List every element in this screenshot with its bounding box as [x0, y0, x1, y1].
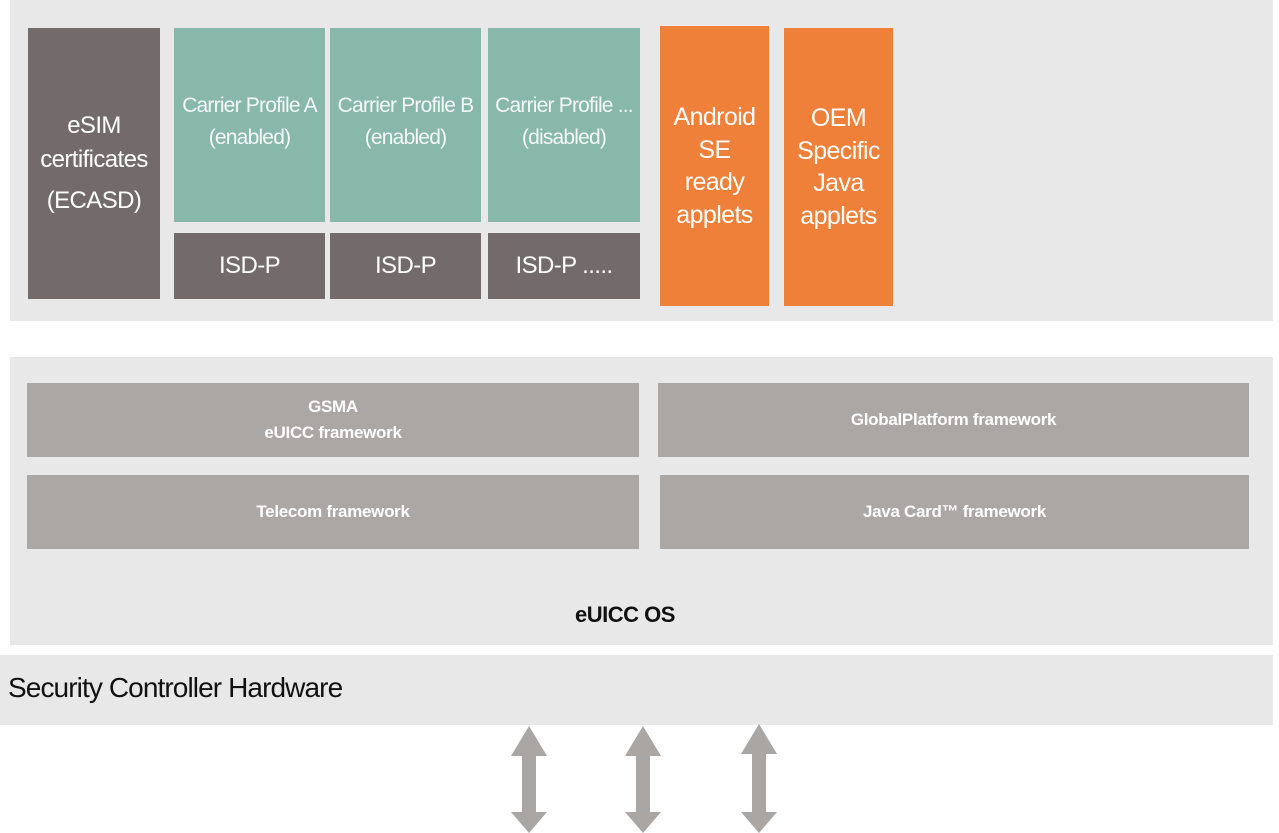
hardware-title: Security Controller Hardware	[8, 672, 343, 703]
isd-p-a-box: ISD-P	[174, 233, 325, 299]
isd-p-other-label: ISD-P .....	[515, 251, 614, 279]
android-se-line-3: applets	[676, 200, 753, 229]
oem-line-1: OEM	[810, 104, 867, 132]
double-arrow-icon	[741, 724, 777, 833]
telecom-framework-box: Telecom framework	[27, 475, 639, 549]
gsma-euicc-framework-box: GSMA eUICC framework	[27, 383, 639, 457]
carrier-profile-b-title: Carrier Profile B	[337, 94, 475, 117]
carrier-profile-other-title: Carrier Profile ...	[495, 94, 633, 117]
android-se-line-2: ready	[684, 168, 745, 196]
euicc-os-title: eUICC OS	[575, 602, 675, 627]
globalplatform-framework-box: GlobalPlatform framework	[658, 383, 1249, 457]
hardware-panel	[0, 655, 1273, 725]
carrier-profile-a-title: Carrier Profile A	[182, 94, 317, 117]
oem-line-3: Java	[813, 169, 864, 197]
ecasd-line-3: (ECASD)	[46, 186, 142, 214]
carrier-profile-b-state: (enabled)	[364, 125, 447, 149]
gsma-line-2: eUICC framework	[264, 423, 402, 442]
carrier-profile-a-state: (enabled)	[208, 125, 291, 149]
ecasd-box: eSIM certificates (ECASD)	[28, 28, 160, 299]
javacard-label: Java Card™ framework	[863, 502, 1046, 521]
globalplatform-label: GlobalPlatform framework	[850, 410, 1057, 429]
carrier-profile-other-state: (disabled)	[521, 125, 607, 149]
ecasd-line-2: certificates	[40, 146, 148, 174]
ecasd-line-1: eSIM	[67, 112, 121, 140]
android-se-applets-box: Android SE ready applets	[660, 26, 769, 306]
isd-p-b-label: ISD-P	[374, 251, 437, 279]
javacard-framework-box: Java Card™ framework	[660, 475, 1249, 549]
isd-p-b-box: ISD-P	[330, 233, 481, 299]
carrier-profile-a-box: Carrier Profile A (enabled)	[174, 28, 325, 222]
double-arrow-icon	[511, 726, 547, 833]
carrier-profile-other-box: Carrier Profile ... (disabled)	[488, 28, 640, 222]
android-se-line-1: Android SE	[673, 103, 757, 164]
telecom-label: Telecom framework	[256, 502, 410, 521]
double-arrow-icon	[625, 726, 661, 833]
carrier-profile-b-box: Carrier Profile B (enabled)	[330, 28, 481, 222]
oem-line-2: Specific	[797, 136, 880, 165]
gsma-line-1: GSMA	[308, 396, 358, 416]
isd-p-a-label: ISD-P	[218, 251, 281, 279]
isd-p-other-box: ISD-P .....	[488, 233, 640, 299]
oem-line-4: applets	[800, 201, 877, 230]
oem-java-applets-box: OEM Specific Java applets	[784, 28, 893, 306]
